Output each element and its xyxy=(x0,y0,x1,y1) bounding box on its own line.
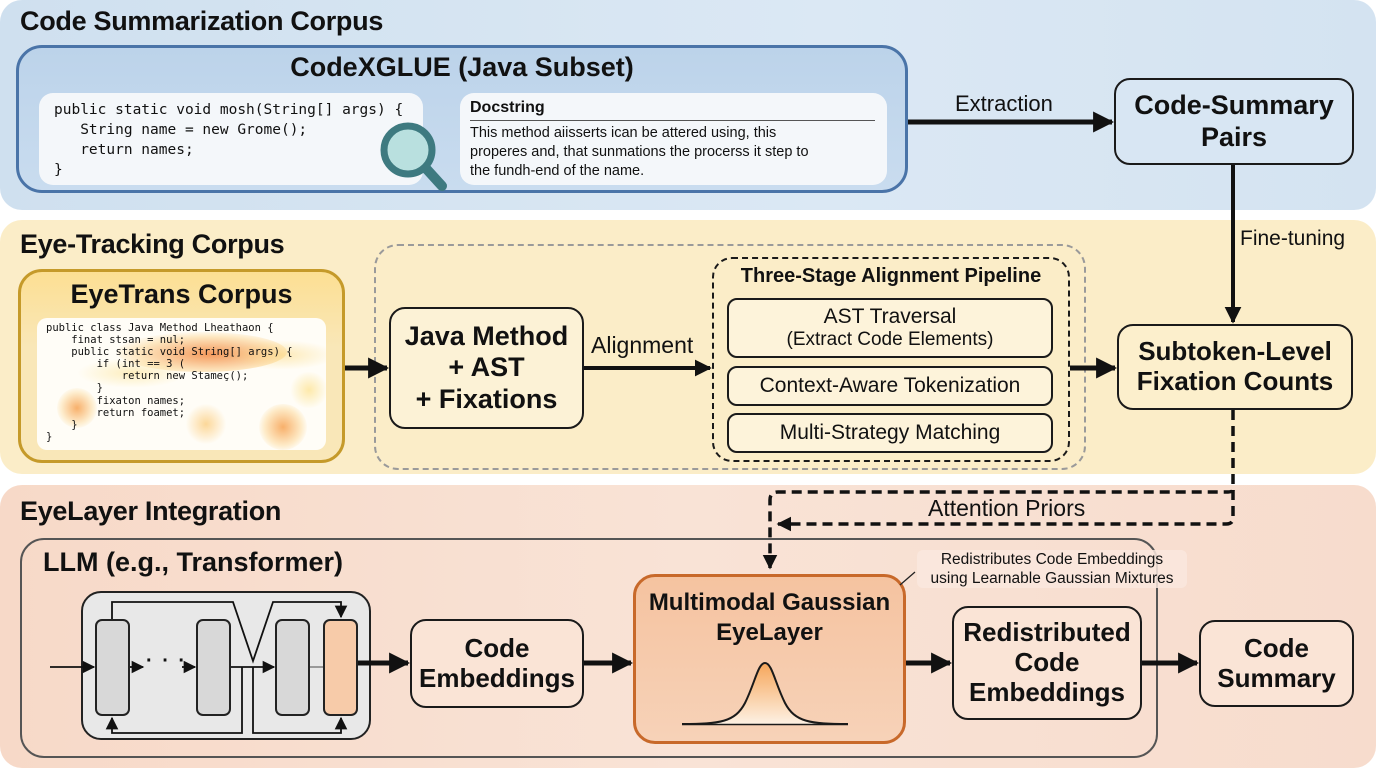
gaussian-eyelayer-title: Multimodal Gaussian EyeLayer xyxy=(633,588,906,648)
pipeline-title: Three-Stage Alignment Pipeline xyxy=(740,265,1042,287)
stage-label: AST Traversal xyxy=(823,305,957,328)
section-title-summarization: Code Summarization Corpus xyxy=(20,6,384,36)
docstring-line: the fundh-end of the name. xyxy=(470,163,645,179)
box-line: Embeddings xyxy=(968,676,1125,707)
llm-title: LLM (e.g., Transformer) xyxy=(43,547,344,577)
magnifier-icon xyxy=(380,122,447,191)
code-line: finat stsan = nul; xyxy=(46,334,186,347)
docstring-card: Docstring This method aiisserts ican be … xyxy=(460,93,887,185)
section-title-eye-tracking: Eye-Tracking Corpus xyxy=(20,229,285,259)
eyetrans-title: EyeTrans Corpus xyxy=(70,279,293,309)
code-line: } xyxy=(46,430,53,443)
code-line: if (int == 3 ( xyxy=(46,358,186,371)
llm-panel xyxy=(20,538,1158,758)
box-line: Summary xyxy=(1217,662,1336,693)
transformer-layer xyxy=(196,619,231,716)
box-line: Code-Summary xyxy=(1134,90,1334,121)
alignment-group-outline xyxy=(374,244,1086,470)
docstring-line: This method aiisserts ican be attered us… xyxy=(470,125,777,141)
fixation-heat-blob xyxy=(259,404,307,450)
annotation-line: Redistributes Code Embeddings xyxy=(940,551,1164,568)
fixation-heat-blob xyxy=(227,340,326,370)
section-title-eyelayer: EyeLayer Integration xyxy=(20,496,282,526)
box-line: Multimodal Gaussian xyxy=(648,589,891,616)
fixation-counts-box: Subtoken-Level Fixation Counts xyxy=(1117,324,1353,410)
code-embeddings-box: Code Embeddings xyxy=(410,619,584,708)
codexglue-title: CodeXGLUE (Java Subset) xyxy=(290,52,634,82)
code-line: public class Java Method Lheathaon { xyxy=(46,322,274,334)
gaussian-annotation: Redistributes Code Embeddings using Lear… xyxy=(917,550,1187,588)
code-summary-pairs-box: Code-Summary Pairs xyxy=(1114,78,1354,165)
code-line: fixaton names; xyxy=(46,394,186,407)
stage-context-aware-tokenization: Context-Aware Tokenization xyxy=(727,366,1053,406)
stage-ast-traversal: AST Traversal (Extract Code Elements) xyxy=(727,298,1053,358)
alignment-label: Alignment xyxy=(591,332,694,358)
code-line: return foamet; xyxy=(46,406,186,419)
stage-label: Context-Aware Tokenization xyxy=(759,373,1021,397)
finetuning-label: Fine-tuning xyxy=(1240,227,1346,250)
fixation-heat-blob xyxy=(289,372,326,408)
docstring-line: properes and, that sunmations the procer… xyxy=(470,144,809,160)
layer-ellipsis: · · · xyxy=(146,650,188,672)
box-line: Code xyxy=(1244,632,1309,663)
stage-sublabel: (Extract Code Elements) xyxy=(786,329,994,351)
box-line: Code xyxy=(1014,647,1080,678)
transformer-layer xyxy=(275,619,310,716)
stage-label: Multi-Strategy Matching xyxy=(779,420,1001,444)
code-line: public static void mosh(String[] args) { xyxy=(54,102,404,118)
box-line: Java Method xyxy=(404,321,569,352)
box-line: EyeLayer xyxy=(716,619,823,646)
box-line: Subtoken-Level xyxy=(1138,336,1332,367)
code-summary-box: Code Summary xyxy=(1199,620,1354,707)
docstring-heading: Docstring xyxy=(470,99,875,121)
gaussian-curve-icon xyxy=(681,661,849,726)
redistributed-embeddings-box: Redistributed Code Embeddings xyxy=(952,606,1142,720)
code-line: return new Stameç(); xyxy=(46,370,249,383)
box-line: Code xyxy=(464,632,530,663)
box-line: + AST xyxy=(448,352,525,383)
code-line: return names; xyxy=(54,142,194,158)
box-line: Embeddings xyxy=(418,662,575,693)
code-line: } xyxy=(54,162,63,178)
eyelayer-insert-layer xyxy=(323,619,358,716)
extraction-label: Extraction xyxy=(955,91,1053,116)
code-line: String name = new Grome(); xyxy=(54,122,308,138)
box-line: Redistributed xyxy=(963,617,1131,648)
transformer-layer xyxy=(95,619,130,716)
heatmap-code-card: public class Java Method Lheathaon { fin… xyxy=(37,318,326,450)
fixation-heat-blob xyxy=(185,404,227,444)
code-line: public static void String[] args) { xyxy=(46,346,293,359)
code-line: } xyxy=(46,382,103,395)
annotation-line: using Learnable Gaussian Mixtures xyxy=(930,570,1174,587)
java-method-box: Java Method + AST + Fixations xyxy=(389,307,584,429)
attention-priors-label: Attention Priors xyxy=(928,495,1086,521)
box-line: Fixation Counts xyxy=(1136,366,1334,396)
box-line: + Fixations xyxy=(415,383,558,414)
box-line: Pairs xyxy=(1200,121,1268,152)
code-line: } xyxy=(46,418,78,431)
fixation-heat-blob xyxy=(77,358,187,388)
fixation-heat-blob xyxy=(57,388,97,428)
code-snippet-card: public static void mosh(String[] args) {… xyxy=(39,93,423,185)
stage-multi-strategy-matching: Multi-Strategy Matching xyxy=(727,413,1053,453)
